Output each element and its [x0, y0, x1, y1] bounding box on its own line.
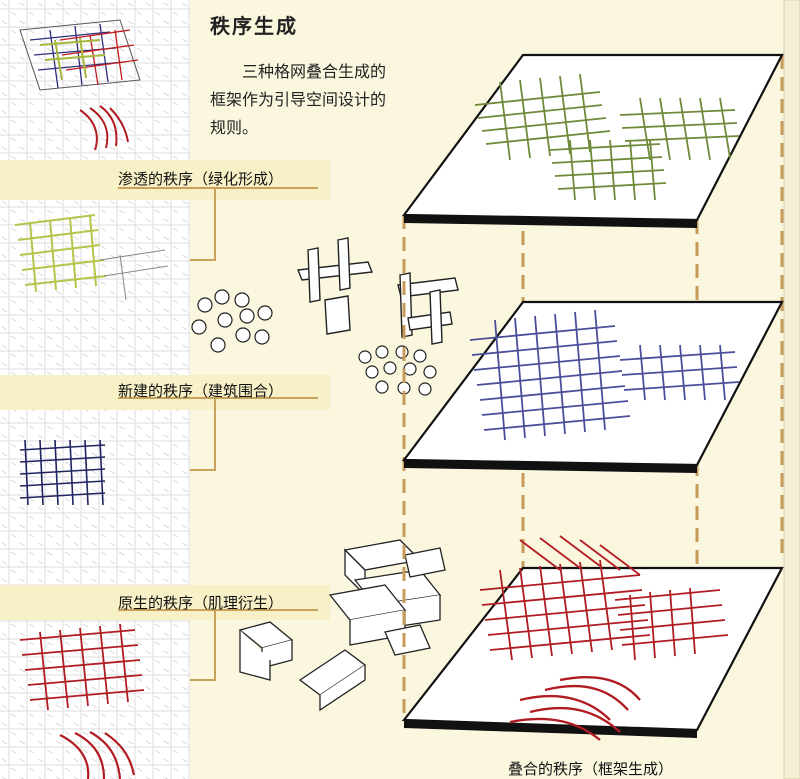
label-overlay-order: 叠合的秩序（框架生成） — [508, 760, 674, 778]
thumbnail-map-red — [0, 620, 190, 779]
page-title: 秩序生成 — [210, 14, 298, 38]
label-band-blue — [0, 375, 330, 410]
intro-text: 三种格网叠合生成的 框架作为引导空间设计的 规则。 — [210, 58, 428, 142]
thumbnail-map-top — [0, 0, 190, 160]
sphere-cluster-1 — [191, 289, 273, 353]
label-green-order: 渗透的秩序（绿化形成） — [118, 170, 284, 188]
plane-blue — [401, 300, 784, 473]
intro-line: 三种格网叠合生成的 — [242, 62, 387, 81]
label-blue-order: 新建的秩序（建筑围合） — [118, 382, 284, 400]
thumbnail-map-green — [0, 200, 190, 375]
building-block-sketch — [238, 539, 446, 712]
bracket-red — [118, 609, 318, 681]
intro-line: 规则。 — [210, 118, 259, 137]
label-band-red — [0, 585, 330, 620]
bracket-green — [118, 187, 318, 261]
bracket-blue — [118, 397, 318, 471]
wall-sketch-1 — [297, 237, 373, 335]
label-band-green — [0, 160, 330, 200]
plane-green — [401, 53, 784, 228]
label-red-order: 原生的秩序（肌理衍生） — [118, 594, 284, 612]
intro-line: 框架作为引导空间设计的 — [210, 90, 387, 109]
page-edge-strip — [783, 0, 800, 779]
sphere-cluster-2 — [358, 345, 437, 396]
thumbnail-map-blue — [0, 410, 190, 585]
plane-red — [401, 535, 784, 741]
wall-sketch-2 — [397, 272, 459, 345]
